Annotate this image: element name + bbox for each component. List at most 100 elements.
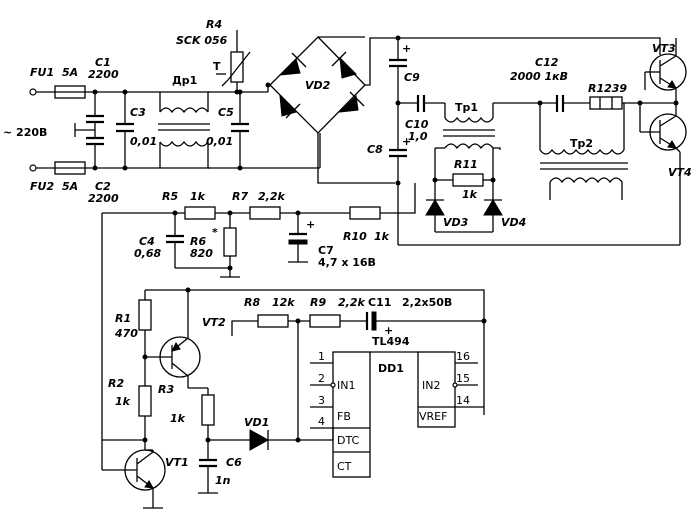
vt3-label: VT3 — [652, 42, 676, 55]
c6-value: 1n — [215, 474, 231, 487]
r7-label: R7 — [232, 190, 248, 203]
transistor-vt3: VT3 — [645, 38, 687, 112]
diode-vd3: VD3 — [425, 180, 469, 232]
r5-label: R5 — [162, 190, 178, 203]
capacitor-c10: C10 1,0 — [398, 95, 445, 143]
dd1-label: DD1 — [378, 362, 404, 375]
c11-value: 2,2x50В — [402, 296, 452, 309]
transistor-vt4: VT4 — [640, 113, 692, 245]
r4-value: SCK 056 — [176, 34, 228, 47]
c3-label: C3 — [130, 106, 146, 119]
tl494-label: TL494 — [372, 335, 410, 348]
pin-15-name: IN2 — [422, 379, 440, 392]
resistor-r7: R7 2,2k — [232, 190, 285, 220]
vt1-label: VT1 — [165, 456, 189, 469]
vd4-label: VD4 — [501, 216, 526, 229]
thermistor-r4: R4 SCK 056 T — [176, 18, 251, 95]
c1-label: C1 — [95, 56, 111, 69]
r6-value: 820 — [190, 247, 213, 260]
diode-vd1: VD1 — [208, 416, 333, 451]
r2-label: R2 — [108, 377, 124, 390]
r6-star: * — [212, 226, 218, 239]
capacitor-c12: C12 2000 1кВ — [510, 56, 590, 112]
capacitor-c4: C4 0,68 — [134, 210, 230, 269]
capacitor-c3: C3 0,01 — [116, 89, 157, 171]
c2-label: C2 — [95, 180, 111, 193]
transformer-tr2: Тр2 — [539, 103, 628, 200]
capacitor-c8: + C8 — [367, 135, 411, 245]
diode-vd4: VD4 — [483, 199, 526, 232]
c6-label: C6 — [226, 456, 242, 469]
r9-value: 2,2k — [338, 296, 365, 309]
r11-value: 1k — [462, 188, 478, 201]
r4-label: R4 — [206, 18, 222, 31]
input-terminal-top — [29, 88, 37, 96]
transistor-vt1: VT1 — [101, 440, 189, 509]
c10-value: 1,0 — [408, 130, 428, 143]
capacitor-c9: + C9 — [389, 35, 420, 150]
r2-value: 1k — [115, 395, 131, 408]
r7-value: 2,2k — [258, 190, 285, 203]
capacitor-c7: + C7 4,7 x 16В — [288, 210, 376, 269]
r8-label: R8 — [244, 296, 260, 309]
fu2-value: 5A — [62, 180, 78, 193]
r11-label: R11 — [454, 158, 478, 171]
resistor-r6: R6 820 * — [190, 210, 240, 278]
c5-value: 0,01 — [206, 135, 233, 148]
capacitor-c1-c2: C1 2200 C2 2200 — [74, 56, 119, 205]
vt4-label: VT4 — [668, 166, 692, 179]
r5-value: 1k — [190, 190, 206, 203]
dr1-label: Др1 — [172, 74, 197, 87]
c11-plus: + — [384, 324, 393, 337]
c12-value: 2000 1кВ — [510, 70, 568, 83]
r10-label: R10 — [343, 230, 367, 243]
r4-temp-label: T — [213, 60, 221, 73]
vd3-label: VD3 — [443, 216, 469, 229]
c10-label: C10 — [405, 118, 429, 131]
vd1-label: VD1 — [244, 416, 269, 429]
r9-label: R9 — [310, 296, 326, 309]
c2-value: 2200 — [88, 192, 119, 205]
pin-4-name: DTC — [337, 434, 360, 447]
c7-label: C7 — [318, 244, 334, 257]
tr1-label: Тр1 — [455, 101, 478, 114]
pin-16-number: 16 — [456, 350, 470, 363]
pin-1-number: 1 — [318, 350, 325, 363]
pin-2-name: IN1 — [337, 379, 355, 392]
pin-3-number: 3 — [318, 394, 325, 407]
diode-bridge-vd2: VD2 — [265, 36, 366, 134]
r3-value: 1k — [170, 412, 186, 425]
resistor-r1239: R1239 — [588, 82, 643, 110]
fu1-value: 5A — [62, 66, 78, 79]
pin-15-number: 15 — [456, 372, 470, 385]
fu2-label: FU2 — [30, 180, 54, 193]
transformer-tr1: Тр1 — [435, 101, 495, 150]
resistor-r5: R5 1k — [162, 190, 216, 220]
pin-14-name: VREF — [419, 410, 447, 423]
vt2-input: VT2 — [202, 316, 258, 336]
mains-voltage-label: ~ 220В — [3, 126, 47, 139]
fuse-fu2: FU2 5A — [30, 161, 86, 193]
c4-value: 0,68 — [134, 247, 161, 260]
c9-label: C9 — [404, 71, 420, 84]
resistor-r11: R11 1k — [432, 148, 496, 201]
c3-value: 0,01 — [130, 135, 157, 148]
fuse-fu1: FU1 5A — [30, 66, 86, 99]
resistor-r3: R3 1k — [158, 383, 215, 460]
pin-2-number: 2 — [318, 372, 325, 385]
c12-label: C12 — [535, 56, 559, 69]
resistor-r9: R9 2,2k — [309, 296, 367, 328]
r1239-label: R1239 — [588, 82, 627, 95]
r8-value: 12k — [272, 296, 295, 309]
ic-dd1: DD1 1 2 IN1 3 FB 4 DTC CT 16 15 IN2 14 V… — [310, 350, 484, 478]
capacitor-c11: C11 2,2x50В + TL494 — [365, 296, 487, 348]
r10-value: 1k — [374, 230, 390, 243]
c4-label: C4 — [139, 235, 155, 248]
c7-value: 4,7 x 16В — [318, 256, 376, 269]
transistor-vt2-switch — [145, 287, 201, 388]
input-terminal-bottom — [29, 164, 37, 172]
pin-ct-name: CT — [337, 460, 352, 473]
r3-label: R3 — [158, 383, 174, 396]
c8-label: C8 — [367, 143, 383, 156]
